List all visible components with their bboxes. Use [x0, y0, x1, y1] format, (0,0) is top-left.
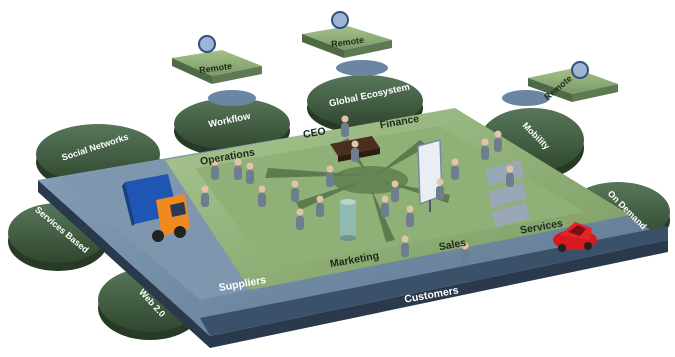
person-icon: [234, 158, 242, 180]
audience-seats: [485, 160, 530, 228]
satellite-dish-icon: [198, 35, 216, 53]
satellite-dish-icon: [571, 61, 589, 79]
person-icon: [341, 115, 349, 137]
zone-label-sales: Sales: [438, 237, 467, 254]
extended-enterprise-strip: [200, 226, 668, 336]
platform-base: [38, 180, 668, 348]
remote-site-2: [302, 11, 392, 76]
person-icon: [381, 195, 389, 217]
car-icon: [553, 222, 597, 252]
person-icon: [258, 185, 266, 207]
supplier-lane: [60, 160, 250, 300]
person-icon: [406, 205, 414, 227]
person-icon: [291, 180, 299, 202]
cloud-icon: [336, 60, 388, 76]
person-icon: [351, 140, 359, 162]
truck-icon: [122, 174, 190, 242]
remote-label-1: Remote: [199, 61, 233, 75]
platform-center: [195, 126, 585, 268]
people-group: [201, 115, 514, 264]
satellite-workflow: [174, 98, 290, 157]
person-icon: [316, 195, 324, 217]
person-icon: [246, 162, 254, 184]
remote-label-2: Remote: [331, 35, 365, 49]
person-icon: [481, 138, 489, 160]
remote-site-1: [172, 35, 262, 106]
person-icon: [451, 158, 459, 180]
cloud-icon: [502, 90, 550, 106]
person-icon: [506, 165, 514, 187]
cloud-icon: [208, 90, 256, 106]
remote-site-3: [502, 61, 618, 106]
center-arrows: [265, 138, 450, 242]
satellite-dish-icon: [331, 11, 349, 29]
person-icon: [391, 180, 399, 202]
person-icon: [296, 208, 304, 230]
person-icon: [401, 235, 409, 257]
person-icon: [326, 165, 334, 187]
zone-label-ceo: CEO: [302, 125, 327, 141]
person-icon: [201, 185, 209, 207]
person-icon: [436, 178, 444, 200]
person-icon: [211, 158, 219, 180]
person-icon: [461, 242, 469, 264]
server-cylinder-icon: [340, 199, 356, 241]
person-icon: [494, 130, 502, 152]
